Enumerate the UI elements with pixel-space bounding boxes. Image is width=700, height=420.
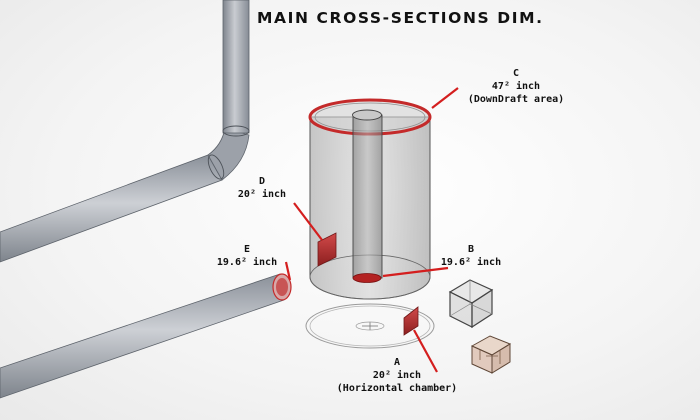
lower-pipe — [0, 273, 292, 399]
section-c-letter: C — [512, 68, 520, 79]
wire-cube — [448, 279, 494, 329]
section-d-label: D 20² inch — [222, 175, 302, 201]
upper-pipe — [0, 0, 250, 263]
leader-lines — [284, 87, 459, 373]
section-b-letter: B — [467, 244, 475, 255]
transition-block — [470, 335, 512, 374]
section-c-label: C 47² inch (DownDraft area) — [446, 67, 586, 106]
section-b-value: 19.6² inch — [440, 257, 502, 268]
section-c-note: (DownDraft area) — [467, 94, 565, 105]
section-a-value: 20² inch — [372, 370, 422, 381]
section-e-value: 19.6² inch — [216, 257, 278, 268]
section-a-letter: A — [393, 357, 401, 368]
section-e-label: E 19.6² inch — [202, 243, 292, 269]
section-e-letter: E — [243, 244, 251, 255]
inner-tube — [352, 109, 383, 283]
section-a-marker — [403, 306, 419, 336]
base-plate — [305, 303, 435, 349]
section-d-value: 20² inch — [237, 189, 287, 200]
page-title: MAIN CROSS-SECTIONS DIM. — [257, 9, 544, 27]
section-c-value: 47² inch — [491, 81, 541, 92]
section-b-label: B 19.6² inch — [426, 243, 516, 269]
section-a-label: A 20² inch (Horizontal chamber) — [322, 356, 472, 395]
section-d-marker — [317, 232, 337, 267]
section-d-letter: D — [258, 176, 266, 187]
section-a-note: (Horizontal chamber) — [336, 383, 458, 394]
